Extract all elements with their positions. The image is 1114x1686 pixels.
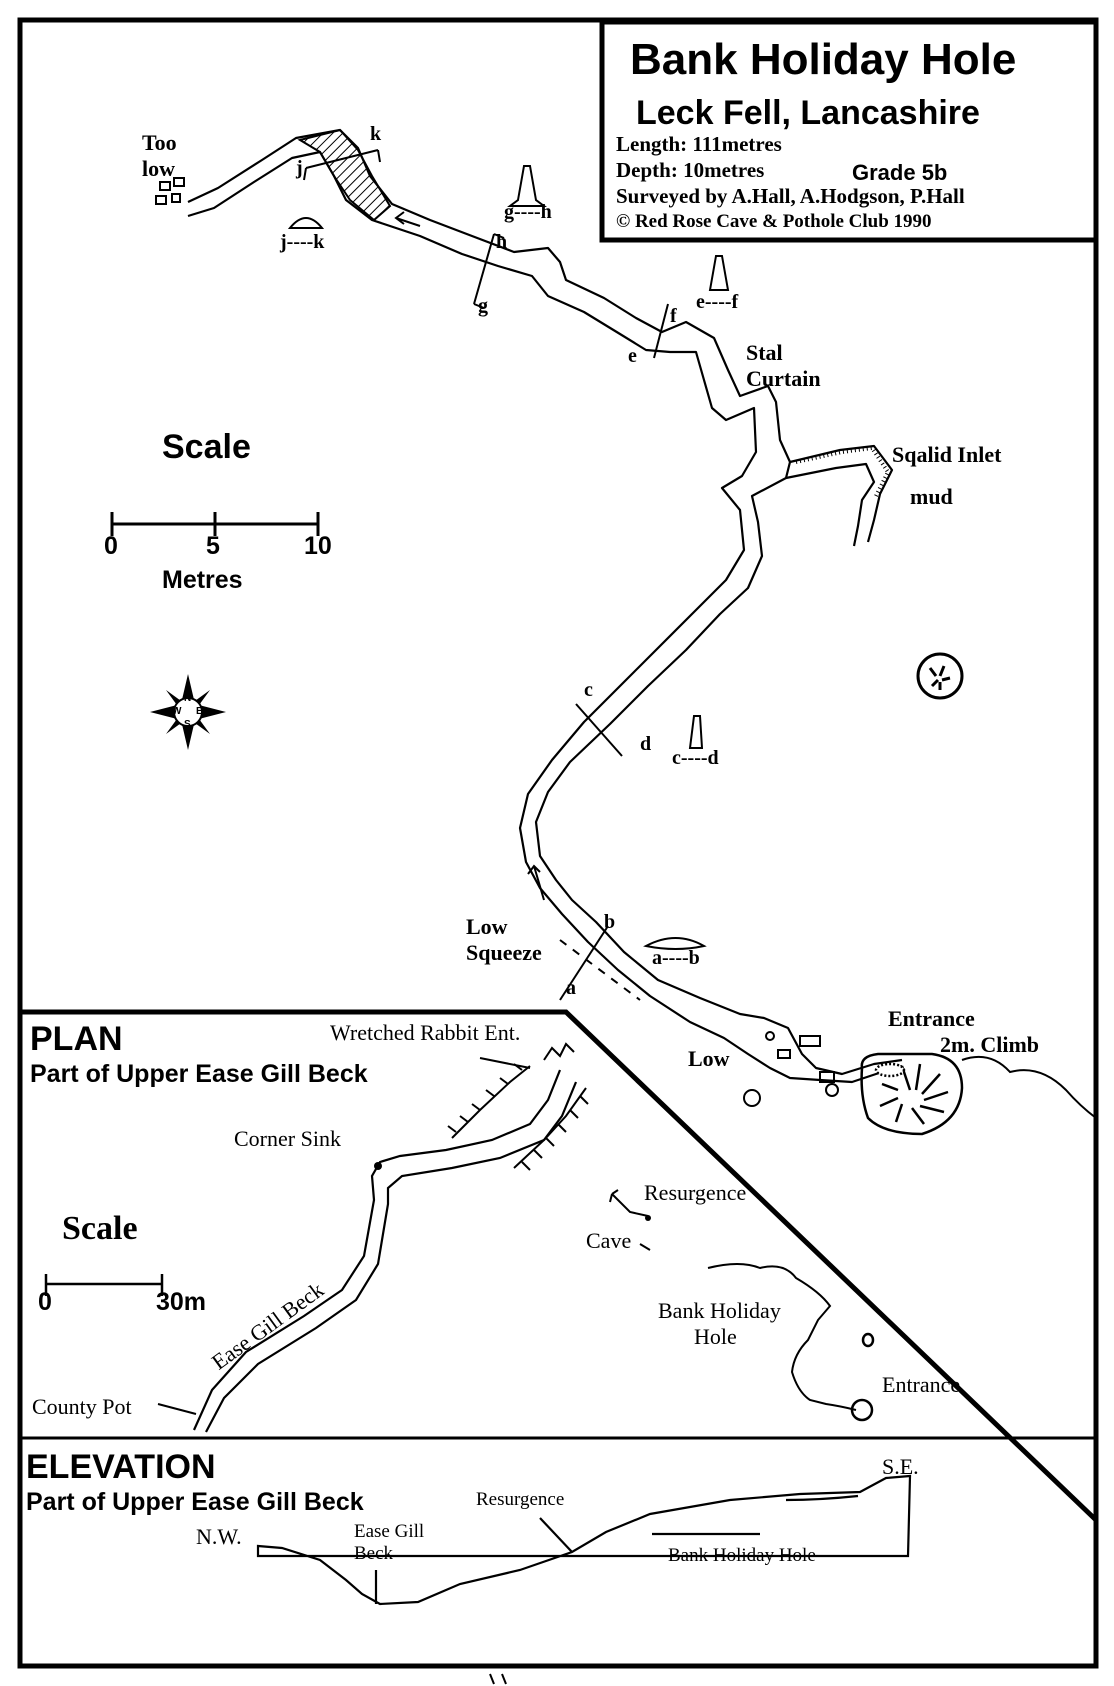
- section-profiles: [287, 165, 730, 950]
- section-letter-j: j: [296, 157, 303, 179]
- cave-passage: [187, 128, 903, 1084]
- label-wretched-rabbit: Wretched Rabbit Ent.: [330, 1020, 521, 1045]
- plan-cave-mark: [639, 1243, 651, 1251]
- label-nw: N.W.: [196, 1524, 242, 1549]
- elevation-subheading: Part of Upper Ease Gill Beck: [26, 1488, 364, 1516]
- label-bhh-2: Hole: [694, 1324, 737, 1349]
- section-lines: [303, 149, 669, 1001]
- scale-bar-plan: [44, 1274, 164, 1296]
- section-ef: e----f: [696, 291, 739, 313]
- flow-arrows: [394, 211, 545, 901]
- section-letter-h: h: [496, 231, 508, 253]
- scale-tick-0: 0: [104, 532, 118, 560]
- scale-tick-10: 10: [304, 532, 332, 560]
- plan-entrance-mark: [850, 1398, 874, 1422]
- entrance-stream: [961, 1056, 1097, 1119]
- plan-heading: PLAN: [30, 1020, 123, 1058]
- section-letter-a: a: [566, 977, 576, 999]
- label-county-pot: County Pot: [32, 1394, 132, 1419]
- scale-title: Scale: [162, 428, 251, 466]
- plan-small-hole: [861, 1332, 875, 1348]
- plan-wretched-pointer: [479, 1057, 531, 1069]
- scale-unit: Metres: [162, 566, 243, 594]
- compass-n: N: [184, 693, 192, 704]
- label-bhh-1: Bank Holiday: [658, 1298, 781, 1323]
- plan-subheading: Part of Upper Ease Gill Beck: [30, 1060, 368, 1088]
- mud-stipple: [795, 445, 891, 497]
- compass-rose: [150, 674, 226, 750]
- label-squalid-inlet: Sqalid Inlet: [892, 442, 1002, 467]
- cave-location: Leck Fell, Lancashire: [636, 94, 980, 132]
- compass-e: E: [196, 706, 203, 717]
- plan-scale-title: Scale: [62, 1210, 138, 1247]
- plan-county-pointer: [157, 1403, 197, 1415]
- label-low-passage: Low: [688, 1046, 730, 1071]
- label-entrance: Entrance: [888, 1006, 975, 1031]
- section-letter-b: b: [604, 911, 616, 933]
- hatched-area: [297, 128, 392, 222]
- copyright: © Red Rose Cave & Pothole Club 1990: [616, 211, 932, 232]
- cave-length: Length: 111metres: [616, 132, 782, 156]
- label-egb-elev-2: Beck: [354, 1543, 394, 1564]
- plan-inset-border: [20, 1009, 1098, 1522]
- cave-grade: Grade 5b: [852, 160, 948, 185]
- section-letter-c: c: [584, 679, 593, 701]
- elevation-profile: [256, 1474, 912, 1606]
- section-gh: g----h: [504, 201, 552, 223]
- outer-border: [17, 17, 1099, 1669]
- compass-w: W: [172, 706, 182, 717]
- title-box-border: [599, 19, 1099, 243]
- surveyors: Surveyed by A.Hall, A.Hodgson, P.Hall: [616, 184, 965, 208]
- corner-sink-dot: [374, 1162, 382, 1170]
- section-ab: a----b: [652, 947, 700, 969]
- entrance-boulders: [743, 1031, 839, 1107]
- label-egb-elev-1: Ease Gill: [354, 1521, 425, 1542]
- section-jk: j----k: [280, 231, 325, 253]
- label-entrance-plan: Entrance: [882, 1372, 961, 1397]
- entrance-shakehole: [860, 1052, 964, 1136]
- label-resurgence-elev: Resurgence: [476, 1489, 565, 1510]
- footer-marks: [489, 1673, 507, 1685]
- title-box: Bank Holiday Hole Leck Fell, Lancashire …: [602, 22, 1096, 240]
- plan-cliff-marks: [447, 1042, 589, 1171]
- elevation-heading: ELEVATION: [26, 1448, 216, 1486]
- cave-depth: Depth: 10metres: [616, 158, 765, 182]
- scale-bar-metric: [110, 512, 320, 536]
- section-letter-g: g: [478, 295, 488, 317]
- label-low-squeeze-1: Low: [466, 914, 508, 939]
- section-letter-e: e: [628, 345, 637, 367]
- plan-resurgence-mark: [609, 1189, 649, 1217]
- section-letter-f: f: [670, 305, 677, 327]
- label-climb: 2m. Climb: [940, 1032, 1039, 1057]
- label-low: low: [142, 156, 175, 181]
- label-curtain: Curtain: [746, 366, 821, 391]
- label-cave: Cave: [586, 1228, 632, 1253]
- label-resurgence-plan: Resurgence: [644, 1180, 747, 1205]
- label-low-squeeze-2: Squeeze: [466, 940, 542, 965]
- plan-scale-0: 0: [38, 1288, 52, 1316]
- compass-s: S: [184, 719, 191, 730]
- scale-tick-5: 5: [206, 532, 220, 560]
- label-bhh-elev: Bank Holiday Hole: [668, 1545, 816, 1566]
- section-ab-dash: [559, 939, 641, 1001]
- plan-ease-gill-beck: [192, 1069, 578, 1433]
- plan-bhh-stream: [707, 1263, 857, 1411]
- label-stal: Stal: [746, 340, 783, 365]
- label-se: S.E.: [882, 1454, 919, 1479]
- label-too: Too: [142, 130, 177, 155]
- shakehole: [916, 652, 964, 700]
- section-letter-d: d: [640, 733, 652, 755]
- cave-name: Bank Holiday Hole: [630, 35, 1017, 84]
- label-corner-sink: Corner Sink: [234, 1126, 341, 1151]
- section-cd: c----d: [672, 747, 719, 769]
- plan-scale-30: 30m: [156, 1288, 207, 1316]
- section-letter-k: k: [370, 123, 382, 145]
- too-low-boulders: [155, 177, 185, 205]
- label-mud: mud: [910, 484, 953, 509]
